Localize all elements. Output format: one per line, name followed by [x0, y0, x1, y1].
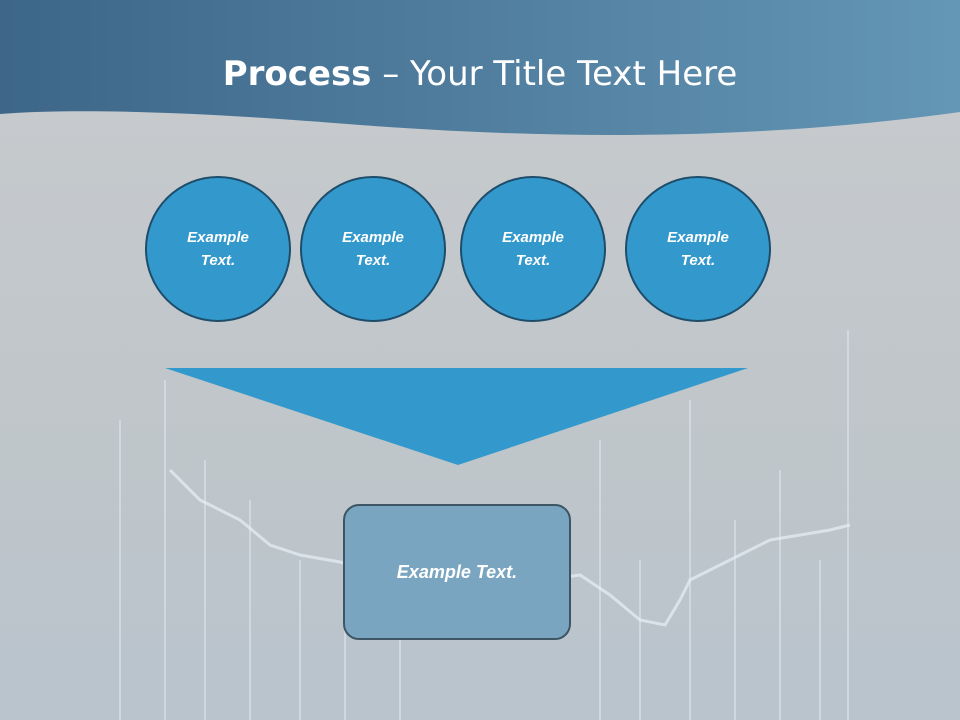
- title-bold: Process: [222, 54, 372, 94]
- process-step-circle-4[interactable]: Example Text.: [625, 176, 771, 322]
- circle-label: Example Text.: [502, 229, 564, 269]
- process-step-circle-3[interactable]: Example Text.: [460, 176, 606, 322]
- result-box[interactable]: Example Text.: [343, 504, 571, 640]
- slide-title: Process – Your Title Text Here: [0, 52, 960, 96]
- process-step-circle-1[interactable]: Example Text.: [145, 176, 291, 322]
- process-step-circle-2[interactable]: Example Text.: [300, 176, 446, 322]
- circle-label: Example Text.: [187, 229, 249, 269]
- header-band: [0, 0, 960, 135]
- result-label: Example Text.: [396, 561, 518, 582]
- circle-label: Example Text.: [342, 229, 404, 269]
- circle-label: Example Text.: [667, 229, 729, 269]
- title-rest: – Your Title Text Here: [371, 54, 738, 94]
